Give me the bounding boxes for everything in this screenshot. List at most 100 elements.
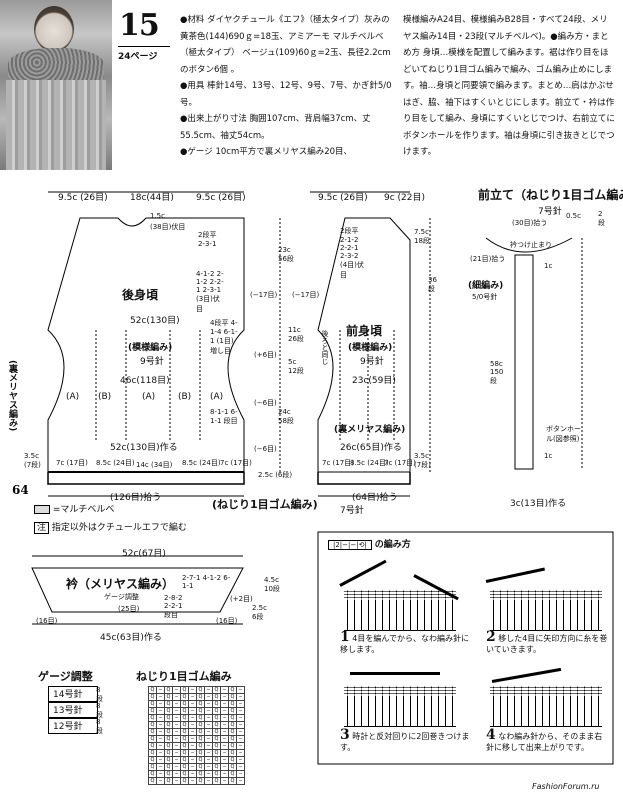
- collar-mid: (25目): [118, 605, 140, 613]
- back-width-hem: 52c(130目)作る: [110, 443, 178, 453]
- back-edge: 3.5c (7段): [24, 452, 41, 469]
- band-collar-w: 0.5c: [566, 212, 581, 220]
- back-pattern: (模様編み): [128, 343, 173, 353]
- band-title: 前立て（ねじり1目ゴム編み）: [478, 188, 623, 202]
- materials-line: ●材料 ダイヤクチュール《エフ》（極太タイプ）灰みの黄茶色(144)690ｇ=1…: [180, 15, 391, 75]
- back-side: 4段平 4-1-4 6-1-1 (1目)増し目: [210, 319, 238, 355]
- collar-val-1: (+2目): [230, 595, 253, 603]
- band-rib-needle: 5/0号針: [472, 293, 498, 301]
- back-bottom-2: 8.5c (24目): [96, 459, 135, 467]
- back-col-4: (B): [178, 392, 192, 402]
- back-bottom-3: 14c (34目): [136, 461, 173, 469]
- front-bottom-2: 8.5c (24目): [350, 459, 389, 467]
- step-3-text: 時計と反対回りに2回巻きつけます。: [340, 732, 470, 752]
- gauge-val-2: 8段: [96, 702, 103, 719]
- front-w1: 23c(59目): [352, 376, 396, 386]
- multi-swatch: [34, 505, 50, 514]
- band-c1: 1c: [544, 262, 553, 270]
- front-armhole: (−17目): [292, 291, 320, 299]
- front-bottom-3: 7c (17目): [384, 459, 416, 467]
- size-line: ●出来上がり寸法 胸囲107cm、背肩幅37cm、丈55.5cm、袖丈54cm。: [180, 114, 371, 141]
- step-1-number: 1: [340, 629, 350, 645]
- gauge-title: ゲージ調整: [38, 670, 93, 683]
- illustration-4: [490, 686, 602, 727]
- gauge-line: ●ゲージ 10cm平方で裏メリヤス編み20目、: [180, 147, 353, 157]
- collar-title: 衿（メリヤス編み）: [66, 577, 175, 591]
- band-collar: (30目)拾う: [512, 219, 548, 227]
- side-label: (裏メリヤス編み): [7, 360, 17, 432]
- front-title: 前身頃: [346, 324, 383, 338]
- back-rib-len: 2.5c (6段): [258, 471, 293, 479]
- page-reference: 24ページ: [118, 46, 170, 62]
- needle-4: [350, 672, 440, 675]
- collar-side-l: (16目): [36, 617, 58, 625]
- back-top-mid: 18c(44目): [130, 193, 174, 203]
- back-title: 後身頃: [122, 288, 159, 302]
- band-c2: 1c: [544, 452, 553, 460]
- back-bottom-5: 7c (17目): [220, 459, 252, 467]
- front-side: (裏メリヤス編み): [334, 425, 406, 435]
- front-pattern: (模様編み): [348, 343, 393, 353]
- rib-chart-title: ねじり1目ゴム編み: [136, 670, 232, 683]
- collar-arc: [485, 237, 573, 253]
- rib-needle: 7号針: [340, 506, 364, 516]
- illustration-2: [490, 590, 602, 631]
- front-bottom-1: 7c (17目): [322, 459, 354, 467]
- back-width-top: 52c(130目): [130, 316, 180, 326]
- step-2-number: 2: [486, 629, 496, 645]
- collar-gauge: ゲージ調整: [104, 593, 139, 601]
- collar-top: 52c(67目): [122, 549, 166, 559]
- back-len-b: 11c 26段: [288, 326, 304, 343]
- back-col-1: (A): [66, 392, 80, 402]
- front-outline: [317, 217, 411, 473]
- back-inc-1: (+6目): [254, 351, 277, 359]
- back-len-d: 24c 58段: [278, 408, 294, 425]
- tools-line: ●用具 棒針14号、13号、12号、9号、7号、かぎ針5/0号。: [180, 81, 392, 108]
- front-top-right: 9c (22目): [384, 193, 426, 203]
- front-len: 36段: [428, 276, 437, 293]
- illustration-3: [344, 686, 456, 727]
- model-head: [34, 6, 74, 52]
- step-2: 2 移した4目に矢印方向に糸を巻いていきます。: [486, 629, 608, 655]
- collar-center: 2-8-2 2-2-1 段目: [164, 594, 183, 619]
- back-outline: [47, 217, 245, 473]
- front-shoulder: 2段平 2-1-2 2-2-1 2-3-2 (4目)伏目: [340, 227, 364, 279]
- cardigan-body: [6, 80, 106, 170]
- watermark: FashionForum.ru: [532, 782, 600, 791]
- front-needle: 9号針: [360, 357, 384, 367]
- back-col-2: (B): [98, 392, 112, 402]
- step-3-number: 3: [340, 727, 350, 743]
- illustration-1: [344, 590, 456, 631]
- note-badge: 注: [34, 522, 50, 534]
- step-4: 4 なわ編み針から、そのまま右針に移して出来上がりです。: [486, 727, 608, 753]
- gauge-row-1: 14号針: [48, 686, 98, 702]
- button-band: [514, 254, 534, 470]
- front-mark: 後ろと同じ: [321, 330, 329, 365]
- back-hem-dec: 8-1-1 6-1-1 段目: [210, 408, 238, 425]
- back-bottom-1: 7c (17目): [56, 459, 88, 467]
- back-needle: 9号針: [140, 357, 164, 367]
- legend-note-text: 指定以外はクチュールエフで編む: [51, 523, 187, 533]
- front-top-left: 9.5c (26目): [318, 193, 368, 203]
- back-neck: 1.5c: [150, 212, 165, 220]
- back-armhole: (−17目): [250, 291, 278, 299]
- front-edge: 3.5c (7段): [414, 452, 431, 469]
- collar-side-r: (16目): [216, 617, 238, 625]
- band-rib-label: (細編み): [468, 281, 504, 291]
- collar-val-2: 4.5c 10段: [264, 576, 280, 593]
- legend-note: 注 指定以外はクチュールエフで編む: [34, 520, 187, 534]
- band-len: 58c 150段: [490, 360, 504, 385]
- gauge-row-2: 13号針: [48, 702, 98, 718]
- gauge-val-3: 8段: [96, 718, 103, 735]
- back-col-3: (A): [142, 392, 156, 402]
- band-collar-r: 2段: [598, 210, 605, 227]
- back-shoulder: 2段平 2-3-1: [198, 231, 217, 248]
- back-inc-2: (−6目): [254, 399, 277, 407]
- step-4-number: 4: [486, 727, 496, 743]
- step-2-text: 移した4目に矢印方向に糸を巻いていきます。: [486, 634, 608, 654]
- front-neck: 7.5c 18段: [414, 228, 430, 245]
- back-rib: (126目)拾う: [110, 493, 162, 503]
- front-rib: (64目)拾う: [352, 493, 398, 503]
- back-inc-3: (−6目): [254, 445, 277, 453]
- pattern-number: 15: [119, 8, 160, 43]
